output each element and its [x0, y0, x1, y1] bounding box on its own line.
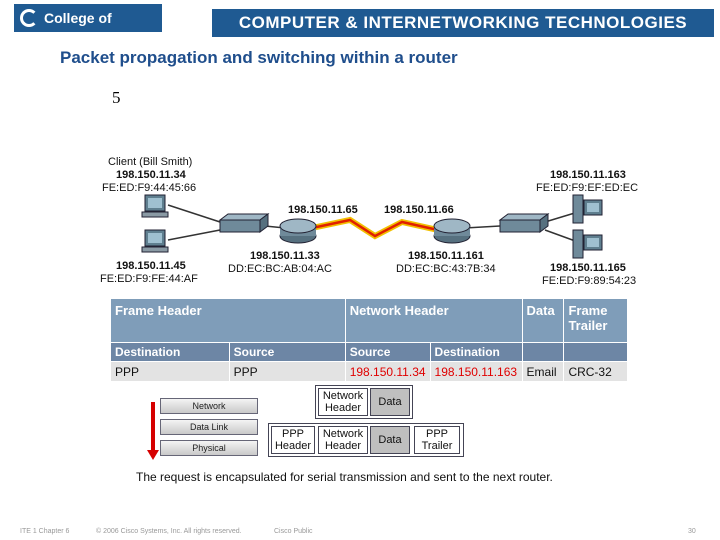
page-number: 30 [688, 528, 696, 535]
data-cell: Email [521, 361, 565, 382]
table-column-row: Destination Source Source Destination [110, 342, 628, 362]
client-ip: 198.150.11.34 [116, 169, 186, 181]
switch-icon [218, 213, 270, 233]
topology-svg [141, 194, 603, 259]
col-frame-source: Source [228, 342, 346, 362]
router1-serial-ip: 198.150.11.65 [288, 204, 358, 216]
table-group-row: Frame Header Network Header Data Frame T… [110, 298, 628, 343]
serial-link [311, 216, 439, 240]
host2-mac: FE:ED:F9:FE:44:AF [100, 273, 198, 285]
footer-course: ITE 1 Chapter 6 [20, 528, 70, 535]
logo-icon [20, 9, 38, 27]
col-net-source: Source [344, 342, 431, 362]
ppp-header: PPP Header [271, 426, 315, 454]
college-logo: College of DuPage [14, 4, 162, 54]
server1-ip: 198.150.11.163 [550, 169, 626, 181]
packet-frame [315, 385, 413, 419]
ppp-trailer: PPP Trailer [414, 426, 460, 454]
host2-ip: 198.150.11.45 [116, 260, 186, 272]
layer-physical: Physical [160, 440, 258, 456]
server1-mac: FE:ED:F9:EF:ED:EC [536, 182, 639, 194]
network-diagram: Client (Bill Smith) 198.150.11.34 FE:ED:… [90, 150, 650, 290]
step-number: 5 [112, 88, 121, 107]
packet-network-header: Network Header [318, 388, 368, 416]
slide-title: Packet propagation and switching within … [60, 48, 458, 67]
router2-lan-ip: 198.150.11.161 [408, 250, 484, 262]
client-mac: FE:ED:F9:44:45:66 [102, 182, 197, 194]
frame-header-label: Frame Header [110, 298, 346, 343]
switch-icon [498, 213, 550, 233]
packet-data: Data [370, 388, 410, 416]
down-arrow-icon [151, 402, 155, 452]
server2-mac: FE:ED:F9:89:54:23 [542, 275, 637, 287]
trailer-cell: CRC-32 [563, 361, 628, 382]
footer-classification: Cisco Public [274, 528, 313, 535]
frame-trailer-label: Frame Trailer [563, 298, 628, 343]
client-pc-icon [141, 194, 169, 218]
osi-layer-stack: Network Data Link Physical [160, 398, 258, 461]
net-dest-cell: 198.150.11.163 [429, 361, 523, 382]
layer-network: Network [160, 398, 258, 414]
host-pc-icon [141, 229, 169, 253]
network-header-label: Network Header [344, 298, 523, 343]
banner-title: COMPUTER & INTERNETWORKING TECHNOLOGIES [212, 9, 714, 37]
frame-dest-cell: PPP [110, 361, 230, 382]
serial-frame [268, 423, 464, 457]
table-row: PPP PPP 198.150.11.34 198.150.11.163 Ema… [110, 361, 628, 382]
arrowhead-icon [147, 450, 159, 460]
col-net-destination: Destination [429, 342, 523, 362]
server-pc-icon [572, 194, 603, 224]
net-src-cell: 198.150.11.34 [344, 361, 431, 382]
server-pc-icon [572, 229, 603, 259]
packet-header-table: Frame Header Network Header Data Frame T… [110, 298, 628, 382]
router1-lan-mac: DD:EC:BC:AB:04:AC [228, 263, 332, 275]
router-icon [433, 218, 471, 244]
frame-src-cell: PPP [228, 361, 346, 382]
data-label: Data [521, 298, 565, 343]
header-banner: College of DuPage COMPUTER & INTERNETWOR… [0, 0, 720, 54]
layer-data-link: Data Link [160, 419, 258, 435]
router2-lan-mac: DD:EC:BC:43:7B:34 [396, 263, 496, 275]
router2-serial-ip: 198.150.11.66 [384, 204, 454, 216]
client-name: Client (Bill Smith) [108, 156, 193, 168]
footer-copyright: © 2006 Cisco Systems, Inc. All rights re… [96, 528, 242, 535]
col-frame-destination: Destination [110, 342, 230, 362]
server2-ip: 198.150.11.165 [550, 262, 626, 274]
logo-text: College of DuPage [44, 10, 112, 54]
frame-data: Data [370, 426, 410, 454]
router-icon [279, 218, 317, 244]
frame-network-header: Network Header [318, 426, 368, 454]
slide-caption: The request is encapsulated for serial t… [136, 470, 553, 484]
router1-lan-ip: 198.150.11.33 [250, 250, 320, 262]
